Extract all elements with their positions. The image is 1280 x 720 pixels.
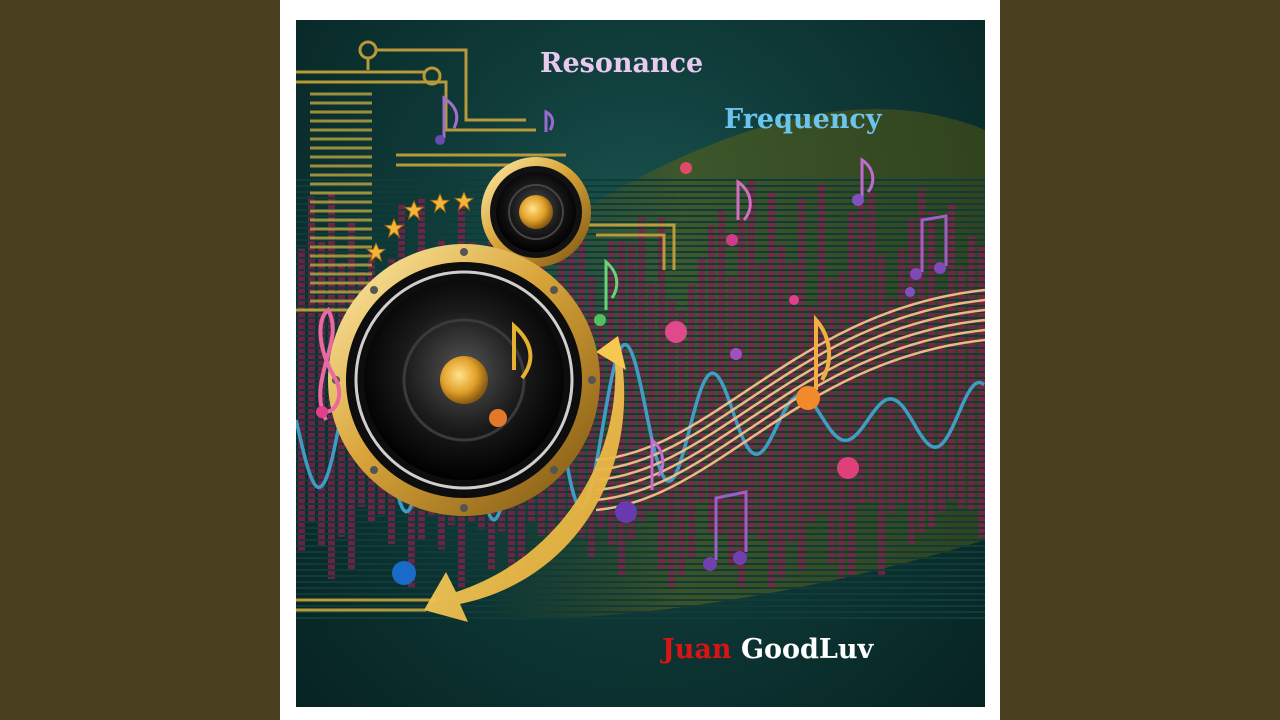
artist-first-name: Juan: [662, 634, 732, 665]
equalizer-bar: [608, 241, 615, 545]
equalizer-bar: [748, 180, 755, 533]
equalizer-bar: [848, 212, 855, 575]
music-staff-ribbon: [595, 288, 985, 512]
music-notes: [318, 95, 948, 571]
equalizer-bar: [778, 243, 785, 579]
equalizer-bar: [908, 219, 915, 544]
small-speaker: [481, 157, 591, 267]
equalizer-bar: [928, 212, 935, 527]
staff-line: [595, 318, 985, 492]
equalizer-bar: [658, 217, 665, 569]
equalizer-bar: [598, 313, 605, 530]
staff-line: [595, 338, 985, 512]
large-speaker: [328, 244, 600, 516]
circuit-lines: [296, 40, 676, 612]
golden-arrow: [424, 348, 625, 622]
equalizer-bar: [868, 191, 875, 502]
equalizer-bar: [948, 203, 955, 501]
stripe-block: [310, 92, 372, 312]
staff-line: [595, 308, 985, 482]
golden-arrow-top: [596, 336, 626, 370]
album-title-line-2: Frequency: [724, 104, 882, 135]
cover-illustration: [296, 40, 985, 622]
color-balls: [316, 162, 915, 585]
equalizer-bar: [638, 216, 645, 522]
album-cover-art: Resonance Frequency Juan GoodLuv: [296, 20, 985, 707]
equalizer-bar: [978, 246, 985, 538]
equalizer-bar: [628, 243, 635, 540]
equalizer-bar: [648, 284, 655, 512]
sine-wave: [296, 319, 985, 522]
staff-line: [595, 288, 985, 462]
equalizer-bar: [898, 249, 905, 505]
equalizer-bar: [298, 248, 305, 551]
artist-name: Juan GoodLuv: [662, 634, 873, 665]
star-row: [365, 190, 475, 263]
album-title-line-1: Resonance: [540, 48, 704, 79]
equalizer-bar: [698, 257, 705, 503]
staff-line: [595, 328, 985, 502]
staff-line: [595, 298, 985, 472]
equalizer-bar: [888, 298, 895, 514]
artist-last-name: GoodLuv: [740, 634, 874, 665]
equalizer-bar: [968, 236, 975, 510]
equalizer-bar: [958, 267, 965, 508]
